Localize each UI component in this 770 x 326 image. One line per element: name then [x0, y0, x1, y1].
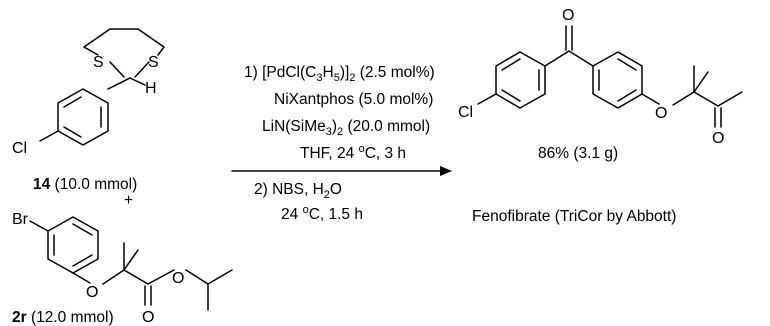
plus-sign: +	[124, 192, 133, 209]
ketone-double-bond	[565, 25, 573, 51]
chlorophenyl-ring-product-double-bonds	[501, 58, 540, 102]
condition-step-2: 2) NBS, H2O	[254, 181, 342, 201]
phenoxy-ring-product-double-bonds	[598, 58, 637, 102]
carbonyl-oxygen-product: O	[712, 130, 724, 147]
product-structure: O Cl O O O	[458, 7, 743, 147]
ketone-oxygen-product: O	[562, 7, 574, 24]
reactant-1-label: 14 (10.0 mmol)	[33, 176, 137, 193]
ester-oxygen-reactant-2: O	[172, 270, 184, 287]
hydrogen-atom: H	[145, 80, 157, 97]
sulfur-atom-left: S	[93, 54, 104, 71]
chlorine-atom-product: Cl	[458, 104, 473, 121]
sulfur-atom-right: S	[148, 54, 159, 71]
chlorine-atom-reactant-1: Cl	[12, 140, 27, 157]
product-name: Fenofibrate (TriCor by Abbott)	[472, 208, 676, 225]
condition-base: LiN(SiMe3)2 (20.0 mmol)	[262, 118, 430, 138]
ketone-bridge-bonds	[544, 50, 594, 67]
chlorophenyl-ring-product	[495, 51, 546, 109]
aryl-link-bond	[107, 77, 131, 90]
condition-ligand: NiXantphos (5.0 mol%)	[274, 91, 433, 108]
reactant-1-structure: S S H Cl	[12, 28, 165, 157]
aryl-br-bond	[29, 220, 49, 232]
product-aryl-o-bond	[641, 93, 660, 105]
reactant-2-structure: Br O O O	[12, 211, 233, 326]
aryl-cl-bond	[39, 130, 59, 142]
product-cl-bond	[477, 93, 497, 105]
compound-number-2r: 2r	[12, 309, 27, 326]
condition-step-1: 1) [PdCl(C3H5)]2 (2.5 mol%)	[244, 64, 435, 84]
dithiane-ring-bonds	[83, 28, 165, 78]
isopropyl-bonds	[185, 269, 233, 311]
chlorophenyl-inner-double-bonds	[63, 96, 102, 138]
condition-solvent: THF, 24 oC, 3 h	[300, 143, 406, 162]
bromine-atom: Br	[12, 211, 29, 228]
chlorophenyl-hexagon	[57, 88, 109, 146]
bromophenyl-hexagon	[47, 216, 99, 274]
aryl-o-bond	[72, 272, 91, 284]
product-ester-chain-bonds	[672, 65, 743, 107]
reactant-2-label: 2r (12.0 mmol)	[12, 309, 114, 326]
ether-oxygen-reactant-2: O	[86, 284, 98, 301]
reactant-2-amount: (12.0 mmol)	[27, 309, 114, 326]
phenoxy-ring-product	[592, 51, 643, 109]
ester-chain-bonds	[102, 242, 175, 285]
carbonyl-double-bond	[144, 285, 152, 306]
carbonyl-oxygen-reactant-2: O	[142, 309, 154, 326]
ether-oxygen-product: O	[655, 105, 667, 122]
reaction-conditions: 1) [PdCl(C3H5)]2 (2.5 mol%) NiXantphos (…	[231, 64, 452, 223]
product-carbonyl-double-bond	[714, 107, 722, 128]
product-yield: 86% (3.1 g)	[538, 145, 618, 162]
ch-bond	[129, 77, 146, 86]
condition-step-2-temperature: 24 oC, 1.5 h	[281, 204, 363, 223]
compound-number-14: 14	[33, 176, 51, 193]
bromophenyl-inner-double-bonds	[53, 223, 93, 267]
reactant-1-amount: (10.0 mmol)	[50, 176, 137, 193]
reaction-arrow-head	[440, 166, 452, 176]
